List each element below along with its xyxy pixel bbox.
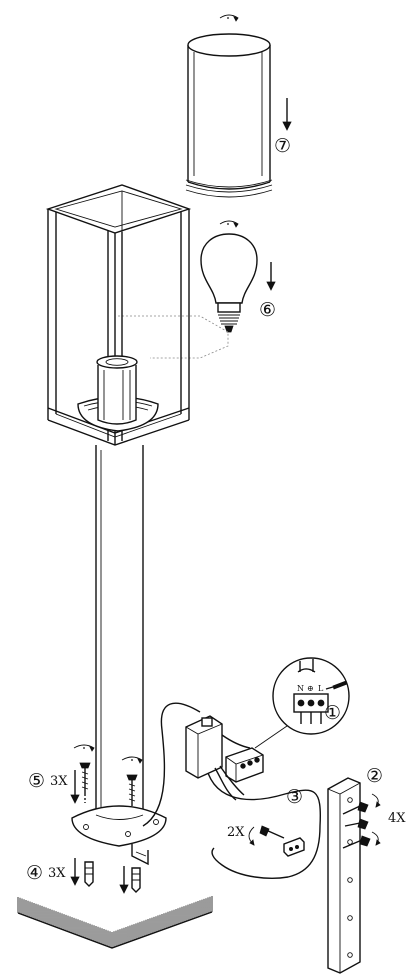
lantern-head-frame — [45, 184, 192, 446]
base-screw-quantity: 3X — [50, 774, 68, 789]
base-dowel-quantity: 3X — [48, 866, 66, 881]
light-bulb — [200, 233, 258, 333]
plate-screw — [342, 835, 371, 849]
rotate-arrow-icon — [73, 744, 95, 752]
connector-screw-quantity: 2X — [227, 825, 245, 840]
down-arrow-icon — [119, 866, 129, 894]
terminal-block — [214, 734, 264, 801]
wall-dowel — [131, 867, 141, 893]
rotate-arrow-icon — [219, 220, 239, 228]
terminal-label-n: N — [297, 684, 304, 693]
mounting-plate — [327, 777, 361, 974]
step-3-number: ③ — [286, 786, 303, 808]
rotate-arrow-icon — [248, 826, 255, 846]
screw-connector — [283, 837, 305, 857]
step-6-number: ⑥ — [259, 299, 276, 321]
power-cable — [142, 702, 322, 879]
junction-box — [185, 715, 223, 779]
plate-screw-quantity: 4X — [388, 811, 406, 826]
base-screw — [79, 762, 91, 803]
plate-screw — [342, 801, 369, 815]
base-screw — [126, 774, 138, 806]
connector-screw — [259, 825, 285, 839]
wall-dowel — [84, 861, 94, 887]
rotate-arrow-icon — [121, 756, 143, 764]
step-5-number: ⑤ — [28, 770, 45, 792]
down-arrow-icon — [282, 98, 292, 131]
down-arrow-icon — [70, 858, 80, 886]
step-1-number: ① — [324, 702, 341, 724]
step-4-number: ④ — [26, 862, 43, 884]
ground-surface — [17, 896, 213, 949]
wiring-detail-callout: N ⊕ L — [254, 657, 350, 749]
plate-screw — [344, 818, 369, 830]
terminal-label-l: L — [318, 684, 324, 693]
down-arrow-icon — [70, 770, 80, 804]
rotate-arrow-icon — [371, 831, 381, 846]
terminal-label-earth: ⊕ — [307, 684, 314, 693]
down-arrow-icon — [266, 262, 276, 291]
lamp-post — [71, 445, 167, 866]
rotate-arrow-icon — [371, 793, 381, 808]
rotate-arrow-icon — [219, 14, 239, 22]
step-2-number: ② — [366, 765, 383, 787]
glass-cover-cylinder — [185, 33, 273, 198]
screwdriver-icon — [325, 680, 348, 690]
lamp-socket — [77, 355, 159, 432]
step-7-number: ⑦ — [274, 135, 291, 157]
